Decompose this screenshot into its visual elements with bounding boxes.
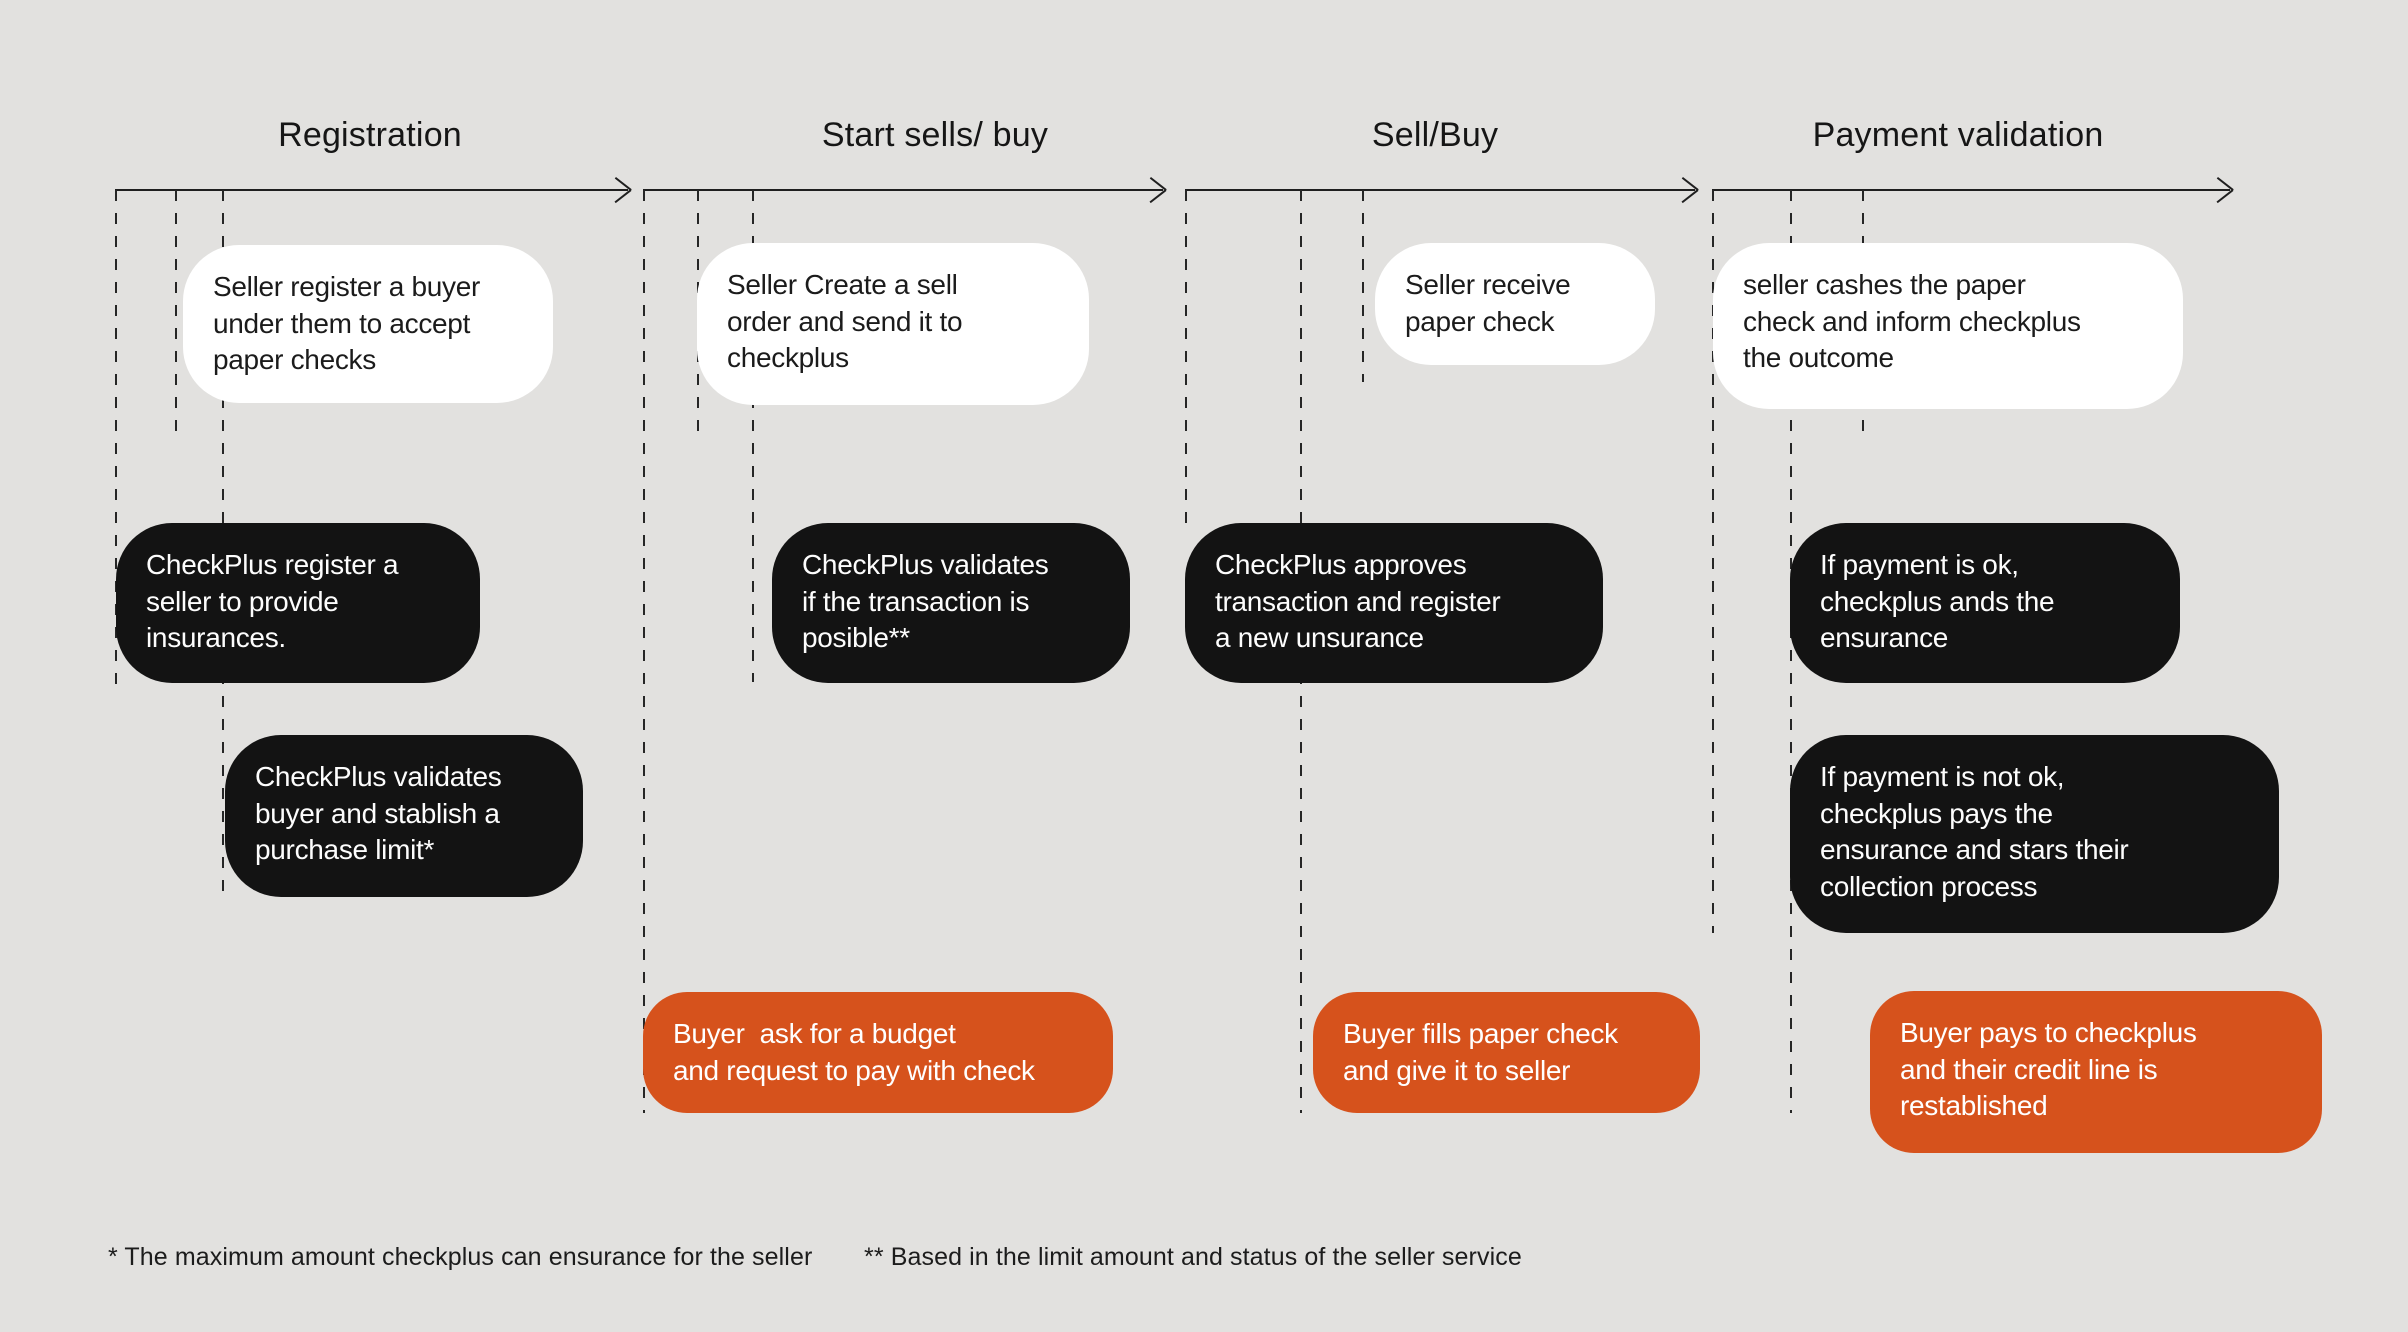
- lane-dashed-line: [1362, 190, 1365, 382]
- seller-step-box: Seller Create a sell order and send it t…: [697, 243, 1089, 405]
- timeline-arrow-icon: [1185, 189, 1695, 192]
- lane-dashed-line: [115, 190, 118, 684]
- checkplus-step-box: If payment is not ok, checkplus pays the…: [1790, 735, 2279, 933]
- seller-step-box: Seller receive paper check: [1375, 243, 1655, 365]
- section-title: Payment validation: [1812, 116, 2104, 154]
- timeline-arrow-icon: [643, 189, 1163, 192]
- checkplus-step-box: CheckPlus approves transaction and regis…: [1185, 523, 1603, 683]
- buyer-step-box: Buyer pays to checkplus and their credit…: [1870, 991, 2322, 1153]
- footnote-purchase-limit: * The maximum amount checkplus can ensur…: [108, 1243, 813, 1271]
- buyer-step-box: Buyer ask for a budget and request to pa…: [643, 992, 1113, 1113]
- seller-step-box: Seller register a buyer under them to ac…: [183, 245, 553, 403]
- checkplus-step-box: CheckPlus register a seller to provide i…: [116, 523, 480, 683]
- lane-dashed-line: [175, 190, 178, 432]
- lane-dashed-line: [752, 190, 755, 682]
- lane-dashed-line: [1790, 190, 1793, 1113]
- lane-dashed-line: [1712, 190, 1715, 933]
- section-title: Registration: [278, 116, 462, 154]
- section-title: Start sells/ buy: [821, 116, 1049, 154]
- checkplus-step-box: CheckPlus validates if the transaction i…: [772, 523, 1130, 683]
- section-title: Sell/Buy: [1371, 116, 1499, 154]
- timeline-arrow-icon: [115, 189, 628, 192]
- buyer-step-box: Buyer fills paper check and give it to s…: [1313, 992, 1700, 1113]
- seller-step-box: seller cashes the paper check and inform…: [1713, 243, 2183, 409]
- checkplus-step-box: If payment is ok, checkplus ands the ens…: [1790, 523, 2180, 683]
- footnote-limit-status: ** Based in the limit amount and status …: [864, 1243, 1522, 1271]
- lane-dashed-line: [1185, 190, 1188, 525]
- checkplus-step-box: CheckPlus validates buyer and stablish a…: [225, 735, 583, 897]
- timeline-arrow-icon: [1712, 189, 2230, 192]
- lane-dashed-line: [643, 190, 646, 1113]
